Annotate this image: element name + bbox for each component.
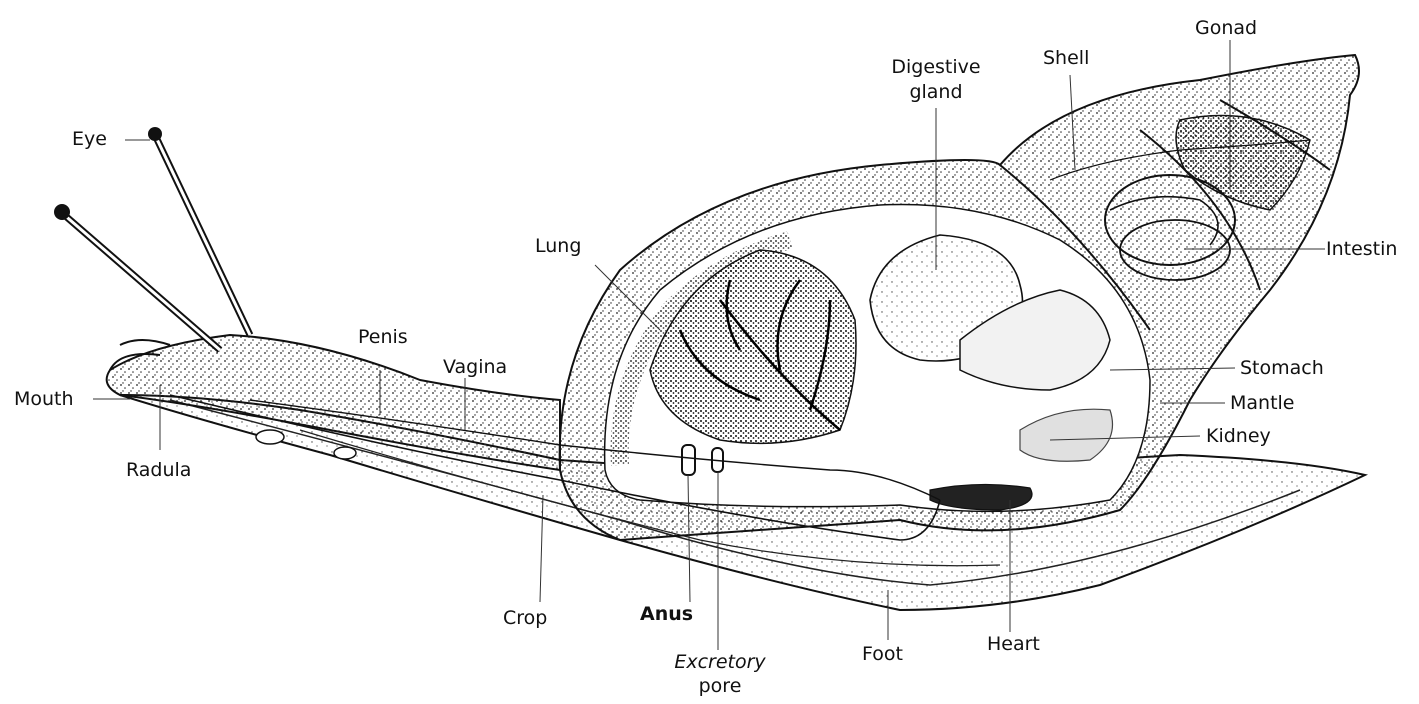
label-lung: Lung <box>535 237 581 256</box>
eye-dot-upper <box>148 127 162 141</box>
anus-tube <box>682 445 695 475</box>
label-shell: Shell <box>1043 49 1089 68</box>
label-excretory-pore-line2: pore <box>660 677 780 696</box>
label-intestin: Intestin <box>1326 240 1397 259</box>
eye-dot-lower <box>54 204 70 220</box>
label-vagina: Vagina <box>443 358 507 377</box>
label-kidney: Kidney <box>1206 427 1271 446</box>
label-penis: Penis <box>358 328 408 347</box>
label-eye: Eye <box>72 130 107 149</box>
label-anus: Anus <box>640 605 693 624</box>
label-mantle: Mantle <box>1230 394 1295 413</box>
label-heart: Heart <box>987 635 1040 654</box>
label-foot: Foot <box>862 645 903 664</box>
label-digestive-gland-line1: Digestive <box>872 58 1000 77</box>
label-mouth: Mouth <box>14 390 74 409</box>
label-stomach: Stomach <box>1240 359 1324 378</box>
label-crop: Crop <box>503 609 547 628</box>
label-digestive-gland-line2: gland <box>872 83 1000 102</box>
label-gonad: Gonad <box>1195 19 1257 38</box>
label-excretory-pore-line1: Excretory <box>660 653 780 672</box>
label-radula: Radula <box>126 461 191 480</box>
